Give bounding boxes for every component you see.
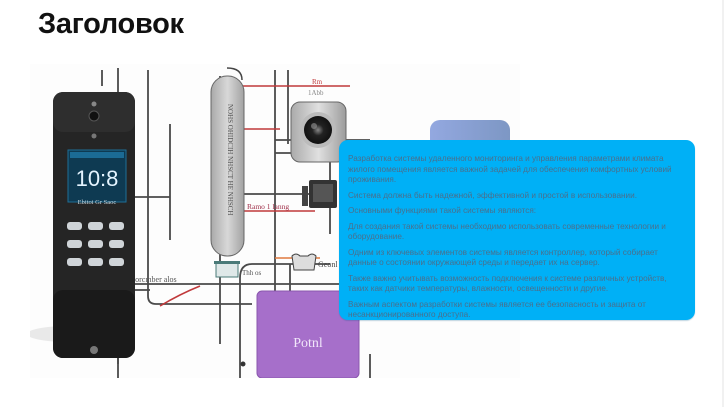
red-label-top-sub: 1Abb: [308, 89, 324, 97]
purple-box-label: Potnl: [293, 336, 323, 351]
info-paragraph: Важным аспектом разработки системы являе…: [348, 299, 646, 320]
info-paragraph: Основными функциями такой системы являют…: [348, 206, 537, 215]
thermo-label: Thh os: [242, 269, 262, 277]
purple-module-box: [256, 290, 360, 378]
thermo-icon: [214, 261, 240, 278]
info-paragraph: Также важно учитывать возможность подклю…: [348, 273, 667, 294]
left-label: Morcmber alos: [128, 275, 177, 284]
intercom-device: 10:8 Ebitoi Gr Saoc: [30, 92, 135, 358]
vertical-pipe: NOHS OHIDCIH NHSCT HE NHSCH: [210, 67, 245, 257]
info-paragraph: Для создания такой системы необходимо ис…: [348, 221, 666, 242]
sensor-device-icon: [302, 180, 337, 208]
info-paragraph: Одним из ключевых элементов системы явля…: [348, 247, 658, 268]
info-panel: Разработка системы удаленного мониторинг…: [339, 140, 695, 320]
device-screen-caption: Ebitoi Gr Saoc: [78, 199, 117, 206]
climate-system-diagram: NOHS OHIDCIH NHSCT HE NHSCH Rm 1Abb Ramo…: [30, 67, 510, 378]
device-keypad: [67, 222, 124, 266]
camera-icon: [290, 101, 347, 163]
device-screen-time: 10:8: [76, 166, 119, 191]
red-label-top: Rm: [312, 78, 323, 86]
wire-junction: [240, 361, 246, 367]
red-label-mid: Ramo 1 lanng: [247, 202, 289, 211]
sensor-label: Geonl: [318, 260, 338, 269]
climate-sensor-icon: [291, 253, 317, 271]
info-paragraph: Разработка системы удаленного мониторинг…: [348, 154, 672, 184]
info-paragraph: Система должна быть надежной, эффективно…: [348, 190, 637, 200]
slide-title: Заголовок: [38, 8, 184, 40]
pipe-text: NOHS OHIDCIH NHSCT HE NHSCH: [226, 104, 234, 216]
slide-edge: [722, 0, 724, 407]
